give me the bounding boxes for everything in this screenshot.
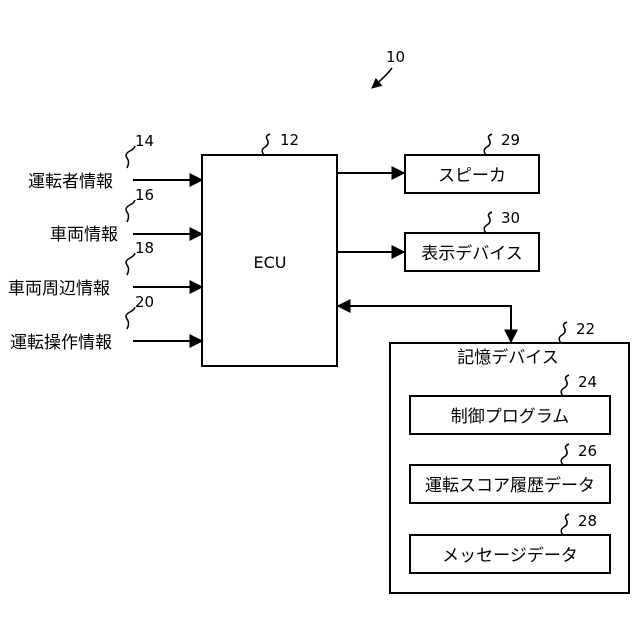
input-ref-driver-info: 14 [135, 132, 154, 150]
input-leader-vehicle-info [126, 200, 135, 222]
input-label-operation-info: 運転操作情報 [10, 333, 112, 353]
display-ref-leader [484, 212, 492, 233]
input-ref-operation-info: 20 [135, 293, 154, 311]
ecu-storage-connector [338, 306, 511, 342]
input-label-driver-info: 運転者情報 [28, 172, 113, 192]
speaker-ref-number: 29 [501, 131, 520, 149]
storage-item-label-control-program: 制御プログラム [451, 407, 570, 427]
storage-ref-number: 22 [576, 320, 595, 338]
input-leader-operation-info [126, 307, 135, 329]
input-leader-surroundings-info [126, 253, 135, 275]
display-label: 表示デバイス [421, 243, 523, 264]
input-label-surroundings-info: 車両周辺情報 [8, 279, 110, 299]
input-ref-vehicle-info: 16 [135, 186, 154, 204]
system-ref-number: 10 [386, 48, 405, 66]
storage-item-ref-score-history: 26 [578, 442, 597, 460]
storage-item-label-score-history: 運転スコア履歴データ [425, 475, 595, 496]
input-label-vehicle-info: 車両情報 [50, 225, 118, 245]
input-ref-surroundings-info: 18 [135, 239, 154, 257]
storage-item-label-message-data: メッセージデータ [442, 545, 578, 566]
system-ref-leader [372, 68, 392, 88]
input-leader-driver-info [126, 146, 135, 168]
ecu-ref-number: 12 [280, 131, 299, 149]
display-ref-number: 30 [501, 209, 520, 227]
ecu-ref-leader [262, 134, 270, 155]
ecu-label: ECU [254, 253, 287, 272]
storage-label: 記憶デバイス [457, 347, 559, 368]
speaker-ref-leader [484, 134, 492, 155]
storage-item-ref-control-program: 24 [578, 373, 597, 391]
storage-item-ref-message-data: 28 [578, 512, 597, 530]
storage-ref-leader [559, 322, 567, 343]
speaker-label: スピーカ [438, 166, 506, 186]
